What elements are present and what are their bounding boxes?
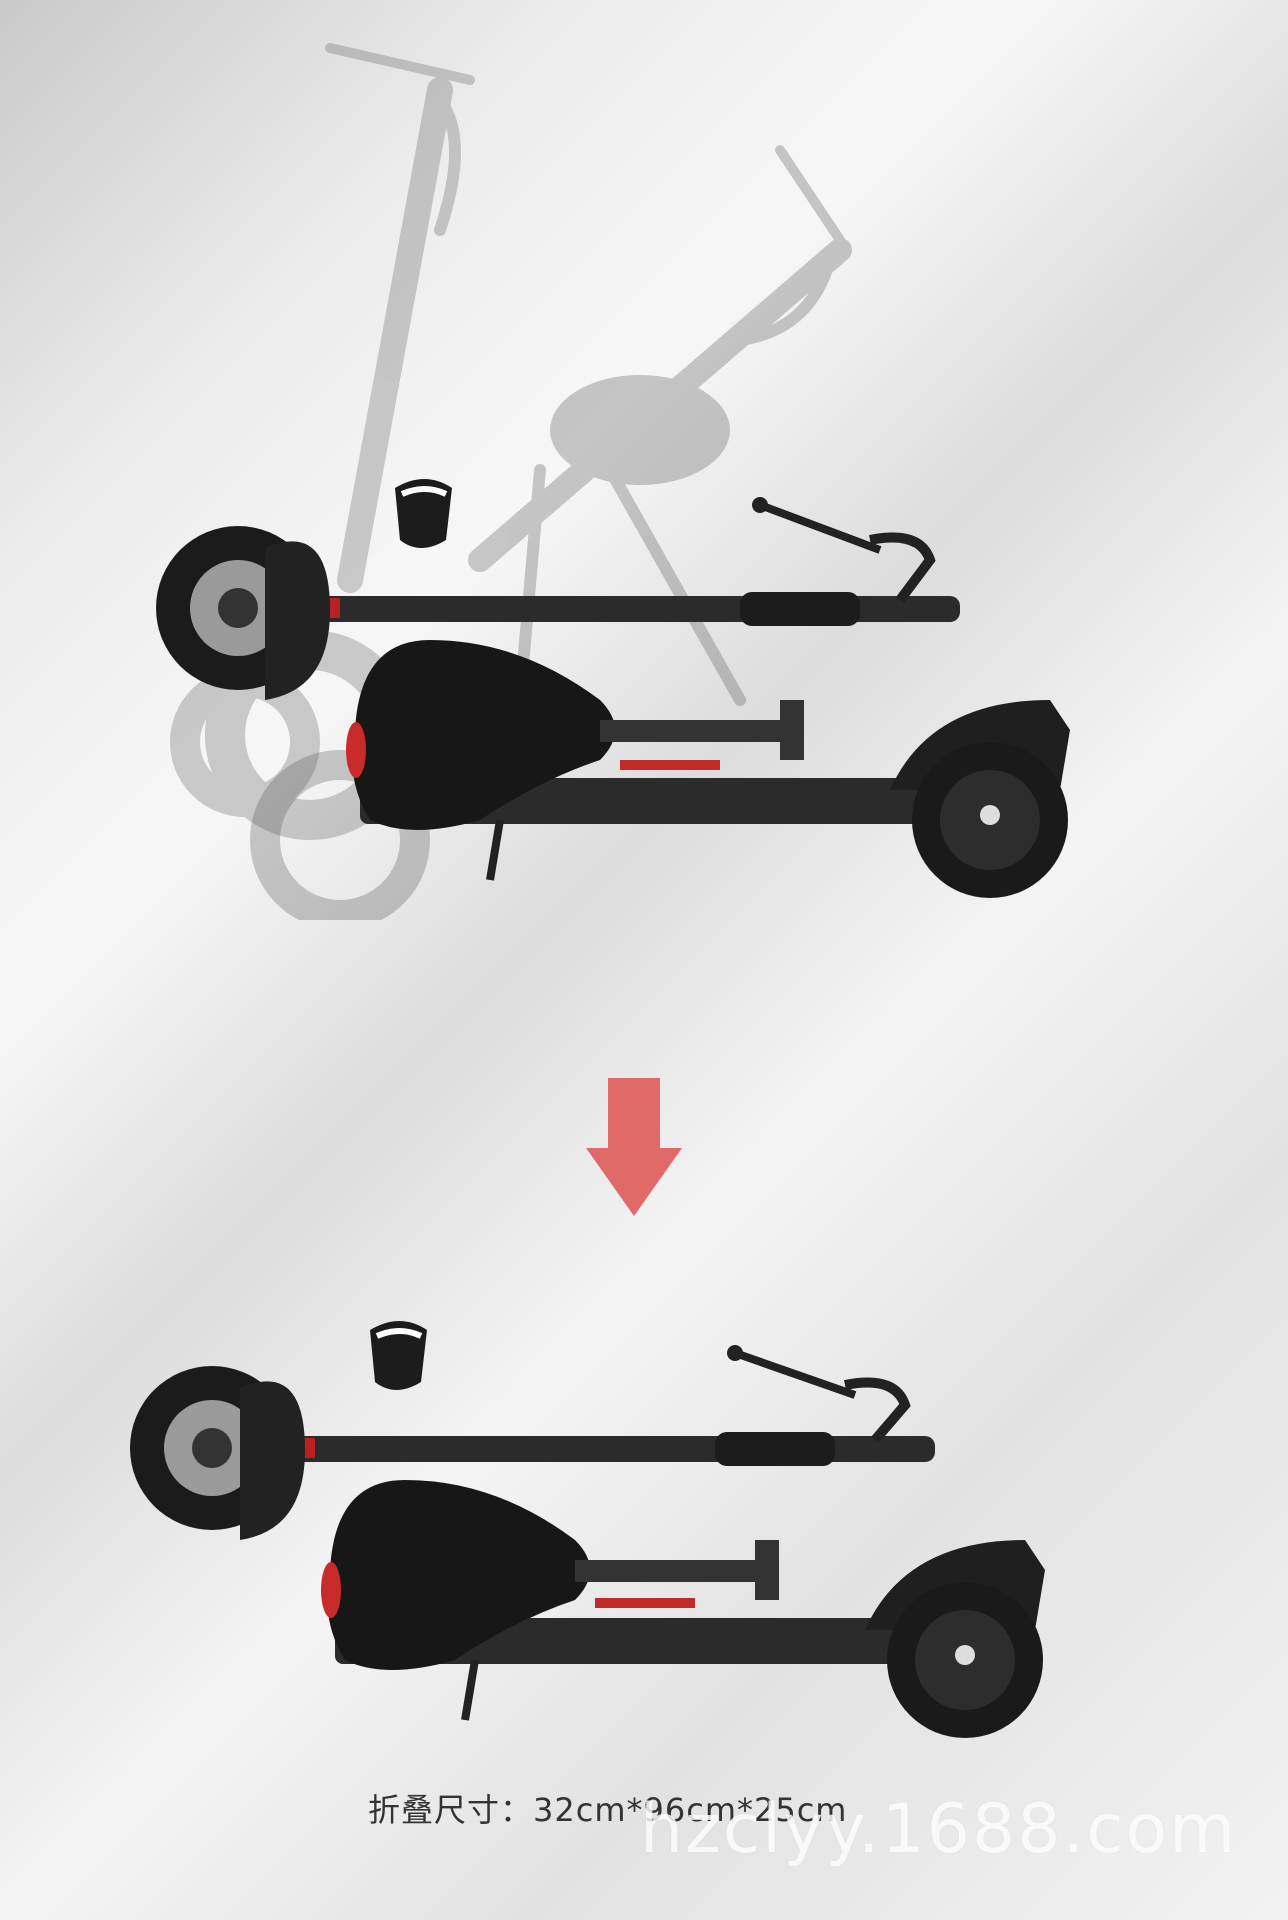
- scooter-folded-top: [156, 479, 1070, 898]
- fold-size-caption: 折叠尺寸：32cm*96cm*25cm: [368, 1785, 847, 1831]
- fold-size-label: 折叠尺寸：: [368, 1791, 534, 1829]
- watermark: hzclyy.1688.com: [640, 1790, 1238, 1869]
- scooter-folding-sequence: [156, 43, 1070, 920]
- fold-size-dimensions: 32cm*96cm*25cm: [533, 1791, 848, 1829]
